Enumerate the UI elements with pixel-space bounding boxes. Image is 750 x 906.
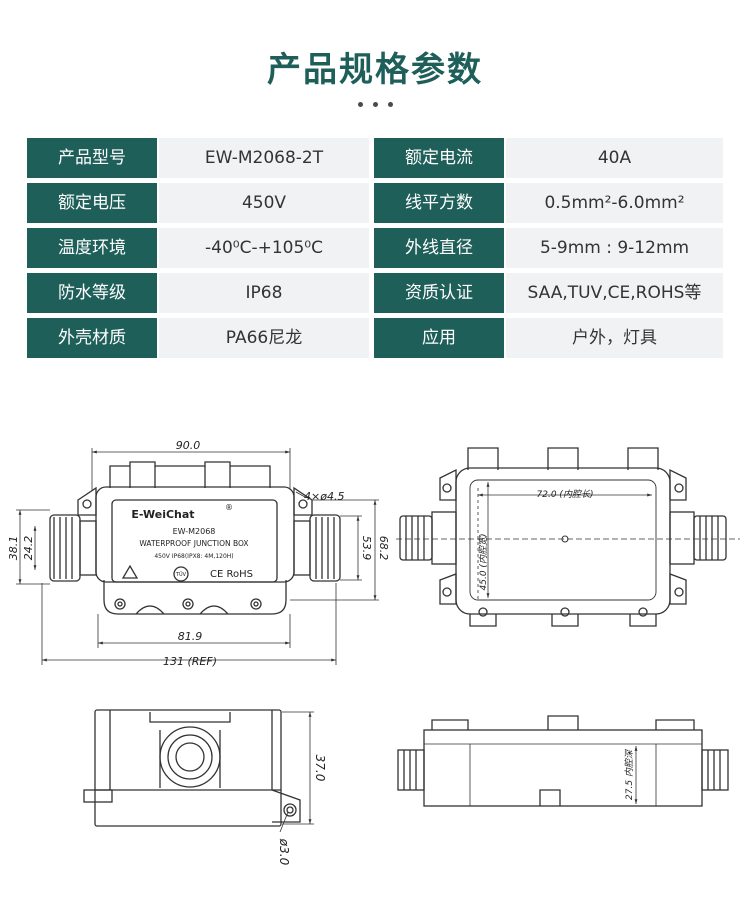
spec-value: PA66尼龙: [159, 318, 369, 358]
spec-row: 额定电压 450V 线平方数 0.5mm²-6.0mm²: [27, 183, 723, 223]
dim-right-outer: 68.2: [377, 536, 390, 561]
spec-value: IP68: [159, 273, 369, 313]
front-rating: 450V IP68(IPX8: 4M,120H): [154, 553, 233, 560]
spec-value: 0.5mm²-6.0mm²: [506, 183, 723, 223]
spec-value: SAA,TUV,CE,ROHS等: [506, 273, 723, 313]
side-view-drawing: [83, 709, 301, 827]
spec-row: 温度环境 -40⁰C-+105⁰C 外线直径 5-9mm : 9-12mm: [27, 228, 723, 268]
spec-label: 额定电流: [374, 138, 504, 178]
dim-inner-height: 45.0 (内腔宽): [478, 534, 489, 591]
spec-value: 40A: [506, 138, 723, 178]
side-dimension-lines: [279, 711, 314, 833]
spec-value: 户外，灯具: [506, 318, 723, 358]
inner-view-drawing: [399, 447, 727, 627]
front-brand: E-WeiChat: [131, 508, 194, 521]
tuv-mark: TÜV: [175, 571, 187, 578]
ce-rohs-mark: CE RoHS: [210, 569, 253, 580]
spec-value: 5-9mm : 9-12mm: [506, 228, 723, 268]
front-product-name: WATERPROOF JUNCTION BOX: [139, 539, 248, 548]
page-title: 产品规格参数: [267, 50, 483, 90]
spec-label: 外壳材质: [27, 318, 157, 358]
spec-label: 应用: [374, 318, 504, 358]
dim-left-outer: 38.1: [7, 536, 20, 561]
technical-drawings: E-WeiChat ® EW-M2068 WATERPROOF JUNCTION…: [7, 439, 740, 866]
spec-row: 外壳材质 PA66尼龙 应用 户外，灯具: [27, 318, 723, 358]
dim-mounting-holes: 4×ø4.5: [304, 490, 344, 503]
dim-side-hole: ø3.0: [277, 838, 291, 866]
title-divider-dots: [0, 92, 750, 107]
spec-row: 产品型号 EW-M2068-2T 额定电流 40A: [27, 138, 723, 178]
spec-value: EW-M2068-2T: [159, 138, 369, 178]
spec-value: -40⁰C-+105⁰C: [159, 228, 369, 268]
dim-bottom-ref: 131 (REF): [163, 655, 217, 668]
dim-section-depth: 27.5 内腔深: [624, 748, 635, 800]
spec-label: 温度环境: [27, 228, 157, 268]
section-view-drawing: [397, 715, 729, 807]
spec-value: 450V: [159, 183, 369, 223]
dim-inner-width: 72.0 (内腔长): [537, 489, 594, 500]
spec-label: 线平方数: [374, 183, 504, 223]
spec-label: 资质认证: [374, 273, 504, 313]
registered-mark: ®: [225, 503, 233, 512]
front-dimension-lines: [16, 448, 379, 665]
dim-left-inner: 24.2: [22, 536, 35, 561]
inner-dimension-lines: [396, 482, 740, 599]
spec-label: 外线直径: [374, 228, 504, 268]
spec-label: 防水等级: [27, 273, 157, 313]
front-view-drawing: [49, 461, 341, 615]
front-model: EW-M2068: [173, 527, 216, 536]
dim-top-width: 90.0: [176, 439, 201, 452]
dim-side-height: 37.0: [313, 755, 327, 782]
dim-right-inner: 53.9: [360, 536, 373, 561]
dim-bottom-inner: 81.9: [178, 630, 203, 643]
spec-label: 额定电压: [27, 183, 157, 223]
spec-label: 产品型号: [27, 138, 157, 178]
spec-row: 防水等级 IP68 资质认证 SAA,TUV,CE,ROHS等: [27, 273, 723, 313]
spec-table: 产品型号 EW-M2068-2T 额定电流 40A 额定电压 450V 线平方数…: [27, 138, 723, 358]
